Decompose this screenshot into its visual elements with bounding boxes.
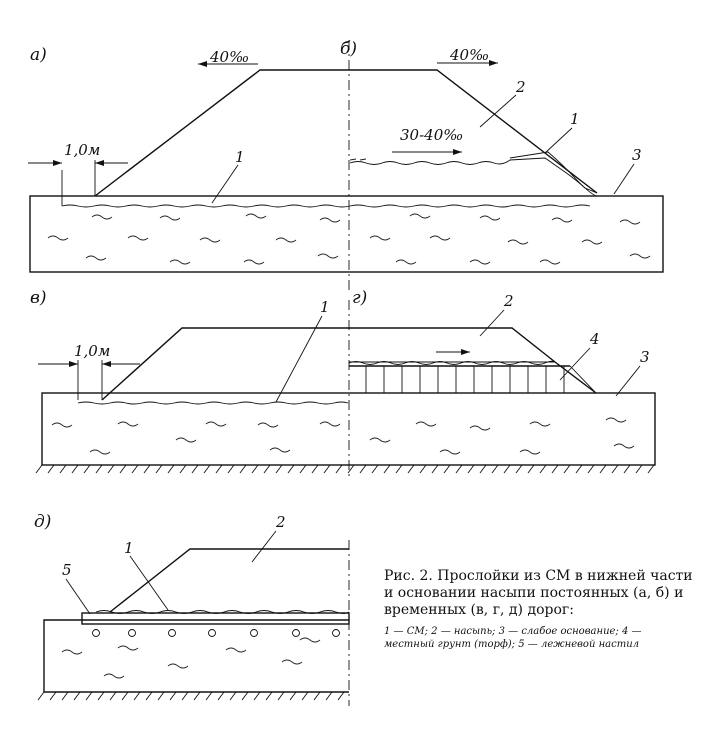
bot-logs bbox=[92, 629, 340, 637]
bot-embankment bbox=[109, 548, 349, 613]
top-interlayer-left bbox=[61, 170, 591, 208]
panel-label-b: б) bbox=[340, 39, 357, 59]
panel-label-g: г) bbox=[352, 288, 367, 308]
mid-callout-1: 1 bbox=[275, 298, 330, 403]
bot-callout-2: 2 bbox=[251, 513, 286, 563]
bot-interlayer bbox=[95, 610, 350, 614]
bot-water-waves bbox=[61, 637, 321, 679]
top-slope-right: 40‰ bbox=[437, 46, 498, 66]
svg-text:2: 2 bbox=[275, 513, 286, 531]
top-weak-base bbox=[29, 195, 664, 273]
top-interlayer-edge bbox=[509, 151, 597, 197]
caption-title: Рис. 2. Прослойки из СМ в нижней части и… bbox=[384, 568, 693, 618]
top-dimension: 1,0м bbox=[28, 141, 128, 196]
top-interlayer-right bbox=[349, 157, 598, 194]
top-diagram: 1,0м 40‰ 40‰ 30-40‰ а) б) 1 2 bbox=[28, 39, 664, 290]
top-callout-1b: 1 bbox=[544, 110, 580, 154]
bot-weak-base bbox=[43, 619, 349, 693]
bottom-diagram: д) 2 1 5 bbox=[34, 512, 350, 706]
mid-callout-2: 2 bbox=[479, 292, 514, 337]
top-callout-3: 3 bbox=[613, 146, 642, 195]
svg-text:40‰: 40‰ bbox=[449, 46, 489, 64]
top-slope-mid: 30-40‰ bbox=[392, 126, 463, 155]
mid-peat-layer bbox=[348, 360, 597, 394]
caption-legend: 1 — СМ; 2 — насыпь; 3 — слабое основание… bbox=[384, 626, 642, 650]
panel-label-d: д) bbox=[34, 512, 51, 532]
svg-text:1: 1 bbox=[235, 148, 245, 166]
bot-ground-hatch bbox=[37, 691, 345, 701]
mid-callout-4: 4 bbox=[559, 330, 600, 381]
svg-text:1: 1 bbox=[570, 110, 580, 128]
panel-label-v: в) bbox=[30, 288, 47, 308]
bot-log-deck bbox=[81, 612, 350, 625]
top-callout-1: 1 bbox=[211, 148, 245, 204]
panel-label-a: а) bbox=[30, 45, 47, 65]
figure-caption: Рис. 2. Прослойки из СМ в нижней части и… bbox=[384, 568, 694, 651]
svg-text:3: 3 bbox=[632, 146, 642, 164]
mid-callout-3: 3 bbox=[615, 348, 650, 397]
bot-callout-5: 5 bbox=[62, 561, 91, 615]
top-water-waves bbox=[47, 213, 651, 265]
bot-callout-1: 1 bbox=[124, 539, 169, 611]
svg-text:5: 5 bbox=[62, 561, 72, 579]
mid-weak-base bbox=[41, 392, 656, 466]
svg-text:1: 1 bbox=[124, 539, 134, 557]
mid-embankment-left bbox=[101, 327, 349, 401]
svg-text:3: 3 bbox=[640, 348, 650, 366]
top-slope-left: 40‰ bbox=[198, 48, 258, 67]
svg-text:2: 2 bbox=[503, 292, 514, 310]
top-dimension-label: 1,0м bbox=[64, 141, 100, 159]
svg-text:30-40‰: 30-40‰ bbox=[400, 126, 463, 144]
mid-embankment-right bbox=[349, 327, 597, 394]
svg-text:4: 4 bbox=[589, 330, 600, 348]
svg-text:40‰: 40‰ bbox=[209, 48, 249, 66]
mid-water-waves bbox=[51, 417, 635, 455]
mid-ground-hatch bbox=[35, 464, 655, 474]
mid-dimension: 1,0м bbox=[38, 342, 140, 400]
top-embankment bbox=[94, 69, 598, 197]
mid-interlayer-left bbox=[77, 401, 349, 405]
svg-text:1: 1 bbox=[320, 298, 330, 316]
mid-dimension-label: 1,0м bbox=[74, 342, 110, 360]
top-callout-2: 2 bbox=[479, 78, 526, 128]
svg-text:2: 2 bbox=[515, 78, 526, 96]
middle-diagram: 1,0м в) г) 1 2 4 3 bbox=[30, 288, 656, 480]
